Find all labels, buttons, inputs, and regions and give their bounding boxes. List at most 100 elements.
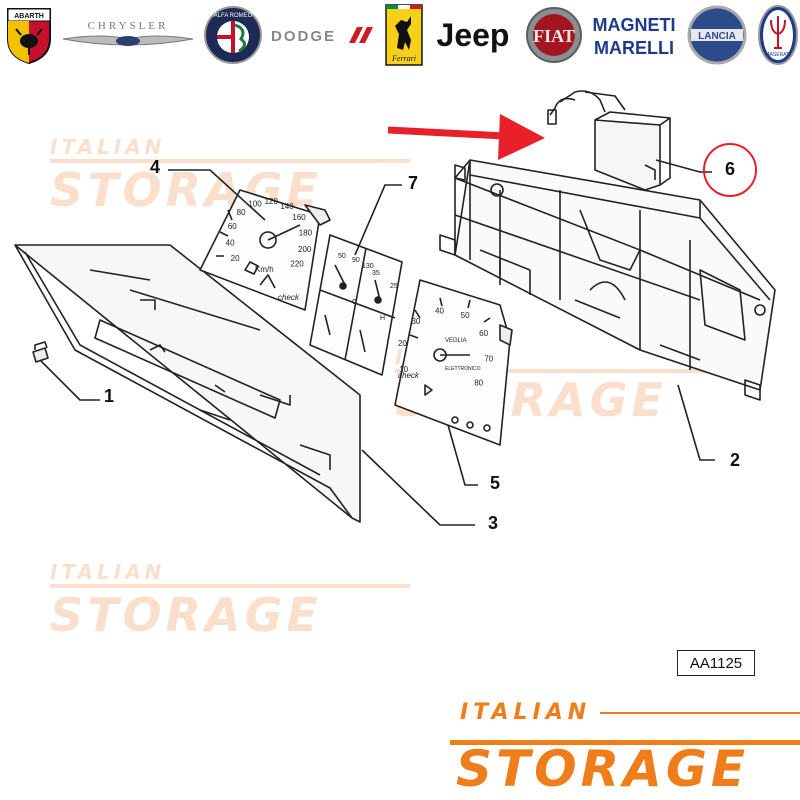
fiat-badge-icon: FIAT	[526, 7, 582, 63]
abarth-shield-icon: ABARTH	[7, 8, 51, 65]
gauge-tick-label: 40	[435, 306, 444, 315]
gauge-tick-label: 50	[461, 311, 470, 320]
svg-text:ALFA ROMEO: ALFA ROMEO	[214, 13, 253, 19]
chrysler-logo: CHRYSLER	[60, 4, 196, 66]
leader-line-6	[655, 159, 712, 173]
watermark-rule	[50, 159, 410, 163]
alfa-romeo-badge-icon: ALFA ROMEO	[204, 6, 262, 64]
svg-text:Jeep: Jeep	[437, 17, 510, 53]
maserati-logo: MASERATI	[756, 4, 800, 66]
gauge-tick-label: 220	[290, 259, 304, 268]
callout-3: 3	[488, 513, 499, 533]
svg-text:MARELLI: MARELLI	[594, 38, 674, 58]
gauge-tick-label: 10	[399, 365, 408, 374]
tachometer-check-label: check	[398, 371, 420, 380]
aux-gauge-tick-label: 50	[338, 253, 346, 260]
chrysler-wings-icon: CHRYSLER	[62, 20, 194, 46]
magneti-marelli-logo: MAGNETI MARELLI	[588, 4, 680, 66]
gauge-tick-label: 20	[398, 339, 407, 348]
ferrari-horse-icon: Ferrari	[385, 4, 423, 66]
gauge-tick-label: 200	[298, 245, 312, 254]
dodge-stripes-icon: DODGE	[271, 27, 373, 45]
svg-text:Ferrari: Ferrari	[391, 54, 416, 63]
footer-logo-top-text: ITALIAN	[460, 700, 592, 725]
abarth-logo: ABARTH	[2, 4, 56, 66]
svg-text:LANCIA: LANCIA	[698, 31, 736, 42]
leader-line-7	[354, 184, 402, 256]
gauge-tick-label: 180	[299, 228, 313, 237]
callout-6-highlight-ring	[703, 143, 757, 197]
electronic-module	[547, 90, 671, 191]
callout-5: 5	[490, 473, 501, 493]
jeep-wordmark-icon: Jeep	[437, 17, 510, 53]
gauge-tick-label: 100	[248, 199, 262, 208]
aux-gauge-tick-label: C	[352, 299, 357, 306]
svg-text:ABARTH: ABARTH	[14, 13, 44, 20]
callout-4: 4	[150, 157, 161, 177]
fiat-logo: FIAT	[524, 4, 584, 66]
svg-text:CHRYSLER: CHRYSLER	[88, 20, 169, 32]
callout-2: 2	[730, 450, 741, 470]
alfa-romeo-logo: ALFA ROMEO	[202, 4, 264, 66]
watermark-bottom-text: STORAGE	[50, 588, 322, 642]
svg-text:DODGE: DODGE	[271, 28, 336, 45]
footer-italian-storage-logo: ITALIAN STORAGE	[450, 700, 800, 800]
footer-logo-rule	[450, 740, 800, 745]
gauge-tick-label: 60	[228, 222, 237, 231]
screw-part	[32, 341, 49, 363]
lancia-badge-icon: LANCIA	[687, 5, 747, 65]
instrument-housing-frame	[439, 159, 776, 401]
gauge-tick-label: 40	[226, 238, 235, 247]
watermark-italian-storage-3: ITALIAN STORAGE	[50, 560, 410, 642]
leader-line-4	[168, 169, 266, 221]
footer-logo-thin-rule	[600, 712, 800, 714]
callout-7: 7	[408, 173, 419, 193]
aux-gauge-tick-label: H	[380, 315, 385, 322]
watermark-rule	[395, 369, 755, 373]
speedometer-dial	[199, 189, 331, 311]
aux-gauge-tick-label: 25	[390, 283, 398, 290]
watermark-top-text: ITALIAN	[50, 135, 166, 159]
gauge-tick-label: 80	[474, 378, 483, 387]
gauge-tick-label: 80	[237, 208, 246, 217]
callout-6: 6	[725, 159, 736, 179]
gauge-tick-label: 70	[484, 354, 493, 363]
svg-text:MAGNETI: MAGNETI	[593, 15, 676, 35]
tachometer-brand-label: VEGLIA	[445, 338, 467, 344]
watermark-top-text: ITALIAN	[50, 560, 166, 584]
magneti-marelli-wordmark-icon: MAGNETI MARELLI	[593, 15, 676, 58]
aux-gauge-tick-label: 35	[372, 270, 380, 277]
gauge-tick-label: 160	[292, 213, 306, 222]
svg-text:MASERATI: MASERATI	[765, 52, 790, 58]
tachometer-sub-label: ELETTRONICO	[445, 366, 481, 372]
leader-line-2	[677, 384, 715, 461]
jeep-logo: Jeep	[428, 4, 518, 66]
leader-line-3	[361, 449, 475, 526]
lancia-logo: LANCIA	[684, 4, 750, 66]
brand-logo-bar: ABARTH CHRYSLER ALFA ROMEO	[0, 0, 800, 70]
gauge-tick-label: 120	[265, 197, 279, 206]
svg-text:FIAT: FIAT	[533, 26, 575, 46]
aux-gauge-tick-label: 130	[362, 263, 374, 270]
gauge-tick-label: 140	[280, 202, 294, 211]
leader-line-1	[39, 359, 100, 401]
tachometer-tick-labels: 10 20 30 40 50 60 70 80	[398, 306, 494, 387]
gauge-tick-label: 30	[411, 317, 420, 326]
watermark-rule	[50, 584, 410, 588]
maserati-trident-icon: MASERATI	[758, 5, 798, 65]
highlight-arrow	[387, 114, 545, 160]
leader-line-5	[447, 424, 478, 486]
auxiliary-gauges	[309, 234, 403, 376]
gauge-tick-label: 60	[479, 329, 488, 338]
ferrari-logo: Ferrari	[384, 4, 424, 66]
speedometer-check-label: check	[278, 293, 300, 302]
dodge-logo: DODGE	[270, 4, 376, 66]
footer-logo-bottom-text: STORAGE	[456, 740, 750, 798]
aux-gauge-tick-label: 90	[352, 257, 360, 264]
callout-1: 1	[104, 386, 115, 406]
front-bezel	[14, 244, 361, 523]
